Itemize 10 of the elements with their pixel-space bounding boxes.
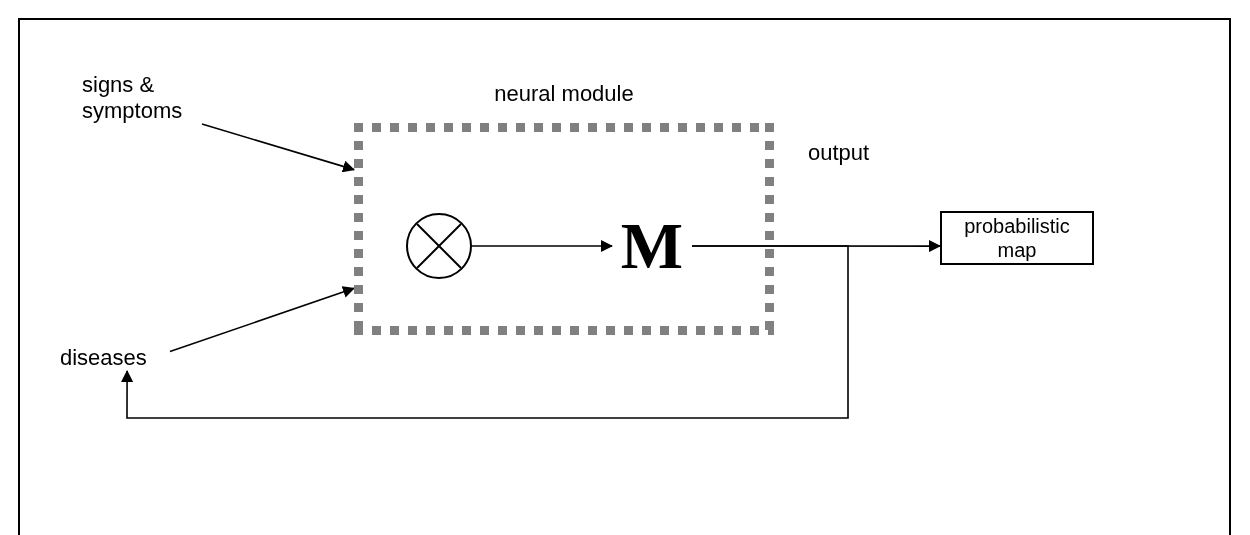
module-title: neural module xyxy=(493,81,635,107)
arrow xyxy=(121,245,849,419)
matrix-symbol: M xyxy=(612,210,692,282)
multiplier-circle xyxy=(406,213,472,279)
arrow xyxy=(169,286,355,353)
arrow xyxy=(201,123,355,173)
label-text: diseases xyxy=(60,345,170,371)
arrow xyxy=(471,240,613,252)
output-box: probabilistic map xyxy=(940,211,1094,265)
label-text: signs & symptoms xyxy=(82,72,202,124)
